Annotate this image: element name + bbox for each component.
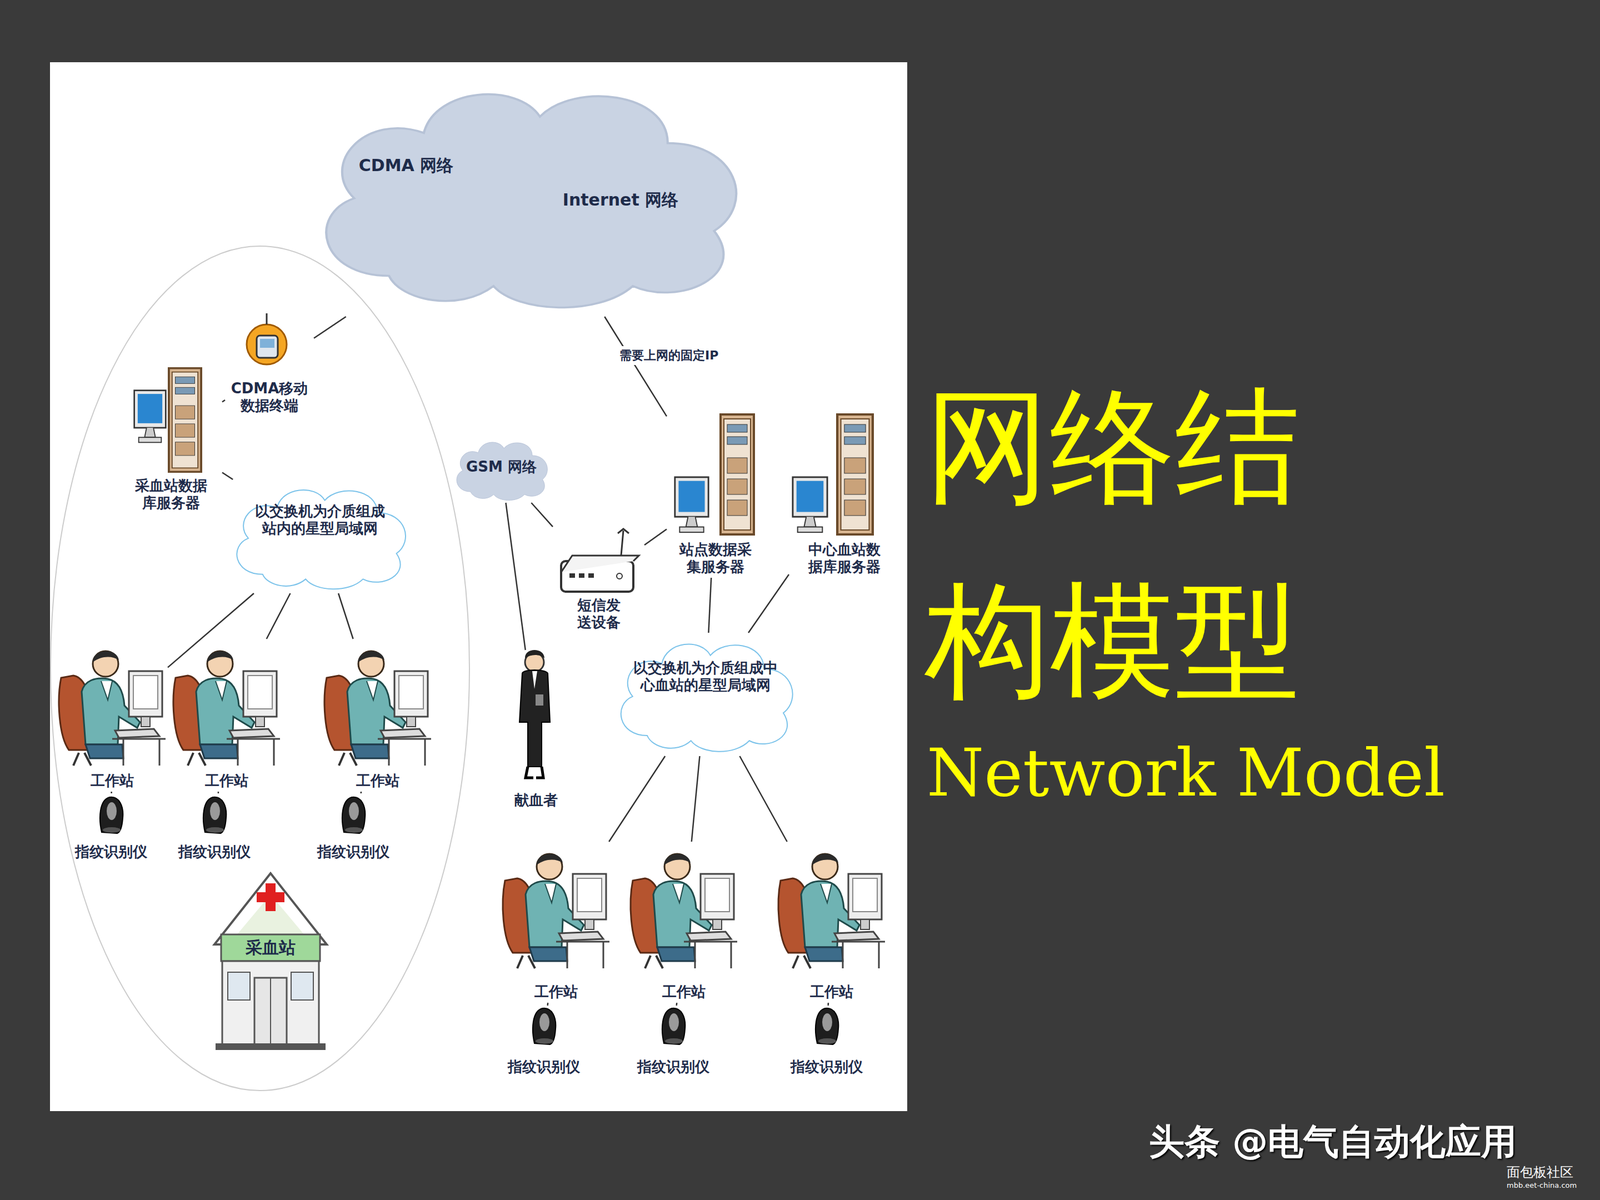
node-label: 中心血站数 据库服务器 [802,541,887,576]
node-label: 以交换机为介质组成 站内的星型局域网 [250,502,390,538]
connector-line [266,593,291,639]
device-node: 指纹识别仪 [72,793,150,863]
network-cloud: 以交换机为介质组成 站内的星型局域网 [224,479,416,594]
device-node: 指纹识别仪 [787,1005,866,1078]
node-label: 站点数据采 集服务器 [673,541,758,576]
network-cloud: CDMA 网络 Internet 网络 [296,71,761,317]
connector-line [338,593,353,639]
node-label: 短信发 送设备 [571,596,627,632]
node-label: 指纹识别仪 [75,843,148,861]
connector-line [644,529,667,546]
connector-line [217,791,220,794]
node-label: GSM 网络 [466,458,537,476]
slide-title: 网络结构模型 [925,350,1325,738]
device-node: 中心血站数 据库服务器 [788,411,900,578]
connector-line [691,756,700,842]
connector-line [531,502,553,527]
connector-line [222,400,225,403]
connector-line [110,791,113,794]
node-label: 工作站 [90,772,134,790]
node-label: 指纹识别仪 [317,843,390,861]
node-label: 指纹识别仪 [637,1058,710,1076]
device-node: 工作站 [628,841,740,1003]
device-node: 采血站数据 库服务器 [119,363,223,514]
device-node: 献血者 [502,650,570,812]
node-label: 采血站数据 库服务器 [123,477,219,512]
device-node: 短信发 送设备 [552,522,645,634]
node-label: 工作站 [356,772,400,790]
node-label: 献血者 [514,791,558,809]
node-label: 工作站 [662,983,706,1001]
connector-line [222,472,233,480]
node-label: 工作站 [534,983,578,1001]
device-node: 采血站 [214,872,327,1052]
device-node: 指纹识别仪 [175,793,254,863]
node-label: 指纹识别仪 [790,1058,863,1076]
node-label: 工作站 [205,772,249,790]
connector-line [739,756,787,842]
connector-line [748,574,789,633]
subtitle: Network Model [926,734,1445,812]
device-node: 指纹识别仪 [505,1005,583,1078]
node-label: 工作站 [810,983,854,1001]
node-label: 以交换机为介质组成中 心血站的星型局域网 [627,659,784,694]
connector-line [827,1002,829,1006]
node-label: 指纹识别仪 [178,843,251,861]
node-label: 采血站 [245,936,296,960]
watermark: 头条 @电气自动化应用 [1148,1117,1517,1167]
connector-line [505,502,525,650]
watermark-url: mbb.eet-china.com [1506,1181,1577,1190]
connector-line [546,1002,549,1006]
network-cloud: GSM 网络 [450,436,553,503]
device-node: 工作站 [500,841,612,1003]
connector-line [313,316,347,339]
connector-line [604,316,667,417]
connector-line [608,756,665,842]
connector-line [675,1002,678,1006]
cloud-outline [608,632,803,757]
node-label: 指纹识别仪 [507,1058,580,1076]
watermark: 面包板社区 [1506,1163,1574,1182]
device-node: 工作站 [56,638,168,792]
connector-line [708,577,712,633]
device-node: 指纹识别仪 [314,793,393,863]
device-node: CDMA移动 数据终端 [225,319,314,417]
device-node: 工作站 [171,638,283,792]
connector-line [360,791,362,794]
device-node: 工作站 [322,638,434,792]
device-node: 站点数据采 集服务器 [666,411,764,578]
connector-line [167,593,254,668]
node-label: CDMA移动 数据终端 [230,380,309,415]
edge-label: 需要上网的固定IP [617,346,721,365]
node-label: Internet 网络 [562,188,679,212]
device-node: 指纹识别仪 [634,1005,713,1078]
node-label: CDMA 网络 [358,154,454,178]
network-cloud: 以交换机为介质组成中 心血站的星型局域网 [608,632,803,757]
cloud-outline [296,71,761,317]
device-node: 工作站 [776,841,888,1003]
